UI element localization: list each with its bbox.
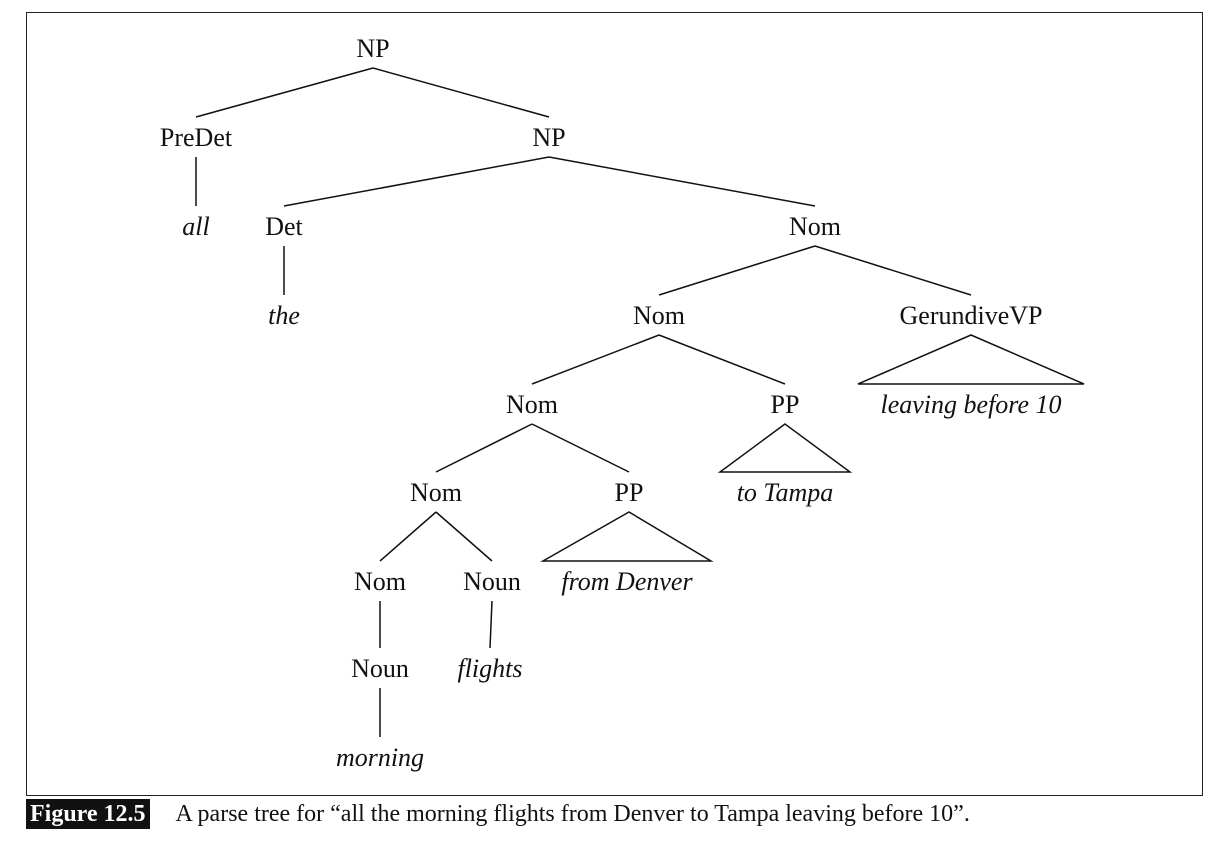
tree-node-det: Det <box>265 212 303 241</box>
tree-triangle <box>857 334 1085 385</box>
leaf-word-w-flights: flights <box>457 654 522 683</box>
figure-label: Figure 12.5 <box>26 799 150 829</box>
tree-node-nom1: Nom <box>789 212 841 241</box>
tree-edge <box>531 423 630 473</box>
tree-edge <box>195 67 374 118</box>
tree-edge <box>435 423 533 473</box>
tree-edge <box>489 600 493 649</box>
tree-edge <box>814 245 972 296</box>
tree-node-gerund: GerundiveVP <box>900 301 1043 330</box>
leaf-word-w-morning: morning <box>336 743 424 772</box>
tree-node-nom5: Nom <box>354 567 406 596</box>
tree-edge <box>283 156 550 207</box>
tree-node-noun-flights: Noun <box>463 567 521 596</box>
tree-node-pp-tampa: PP <box>771 390 800 419</box>
tree-edge <box>379 511 437 562</box>
tree-node-noun-morning: Noun <box>351 654 409 683</box>
figure-frame <box>26 12 1203 796</box>
tree-node-nom2: Nom <box>633 301 685 330</box>
caption-text: A parse tree for “all the morning flight… <box>175 800 970 827</box>
tree-edge <box>658 334 786 385</box>
leaf-word-w-tampa: to Tampa <box>737 478 834 507</box>
tree-node-predet: PreDet <box>160 123 233 152</box>
tree-node-nom4: Nom <box>410 478 462 507</box>
tree-edge <box>372 67 550 118</box>
tree-edge <box>531 334 660 385</box>
tree-node-np-root: NP <box>356 34 389 63</box>
leaf-word-w-all: all <box>182 212 209 241</box>
tree-node-nom3: Nom <box>506 390 558 419</box>
leaf-word-w-leaving: leaving before 10 <box>881 390 1062 419</box>
leaf-word-w-the: the <box>268 301 300 330</box>
tree-edge <box>548 156 816 207</box>
leaf-word-w-denver: from Denver <box>561 567 693 596</box>
tree-node-pp-denver: PP <box>615 478 644 507</box>
tree-triangle <box>717 423 853 473</box>
tree-edge <box>658 245 816 296</box>
figure-caption: Figure 12.5 A parse tree for “all the mo… <box>26 799 970 829</box>
tree-node-np2: NP <box>532 123 565 152</box>
tree-triangle <box>540 511 714 562</box>
tree-edge <box>435 511 493 562</box>
